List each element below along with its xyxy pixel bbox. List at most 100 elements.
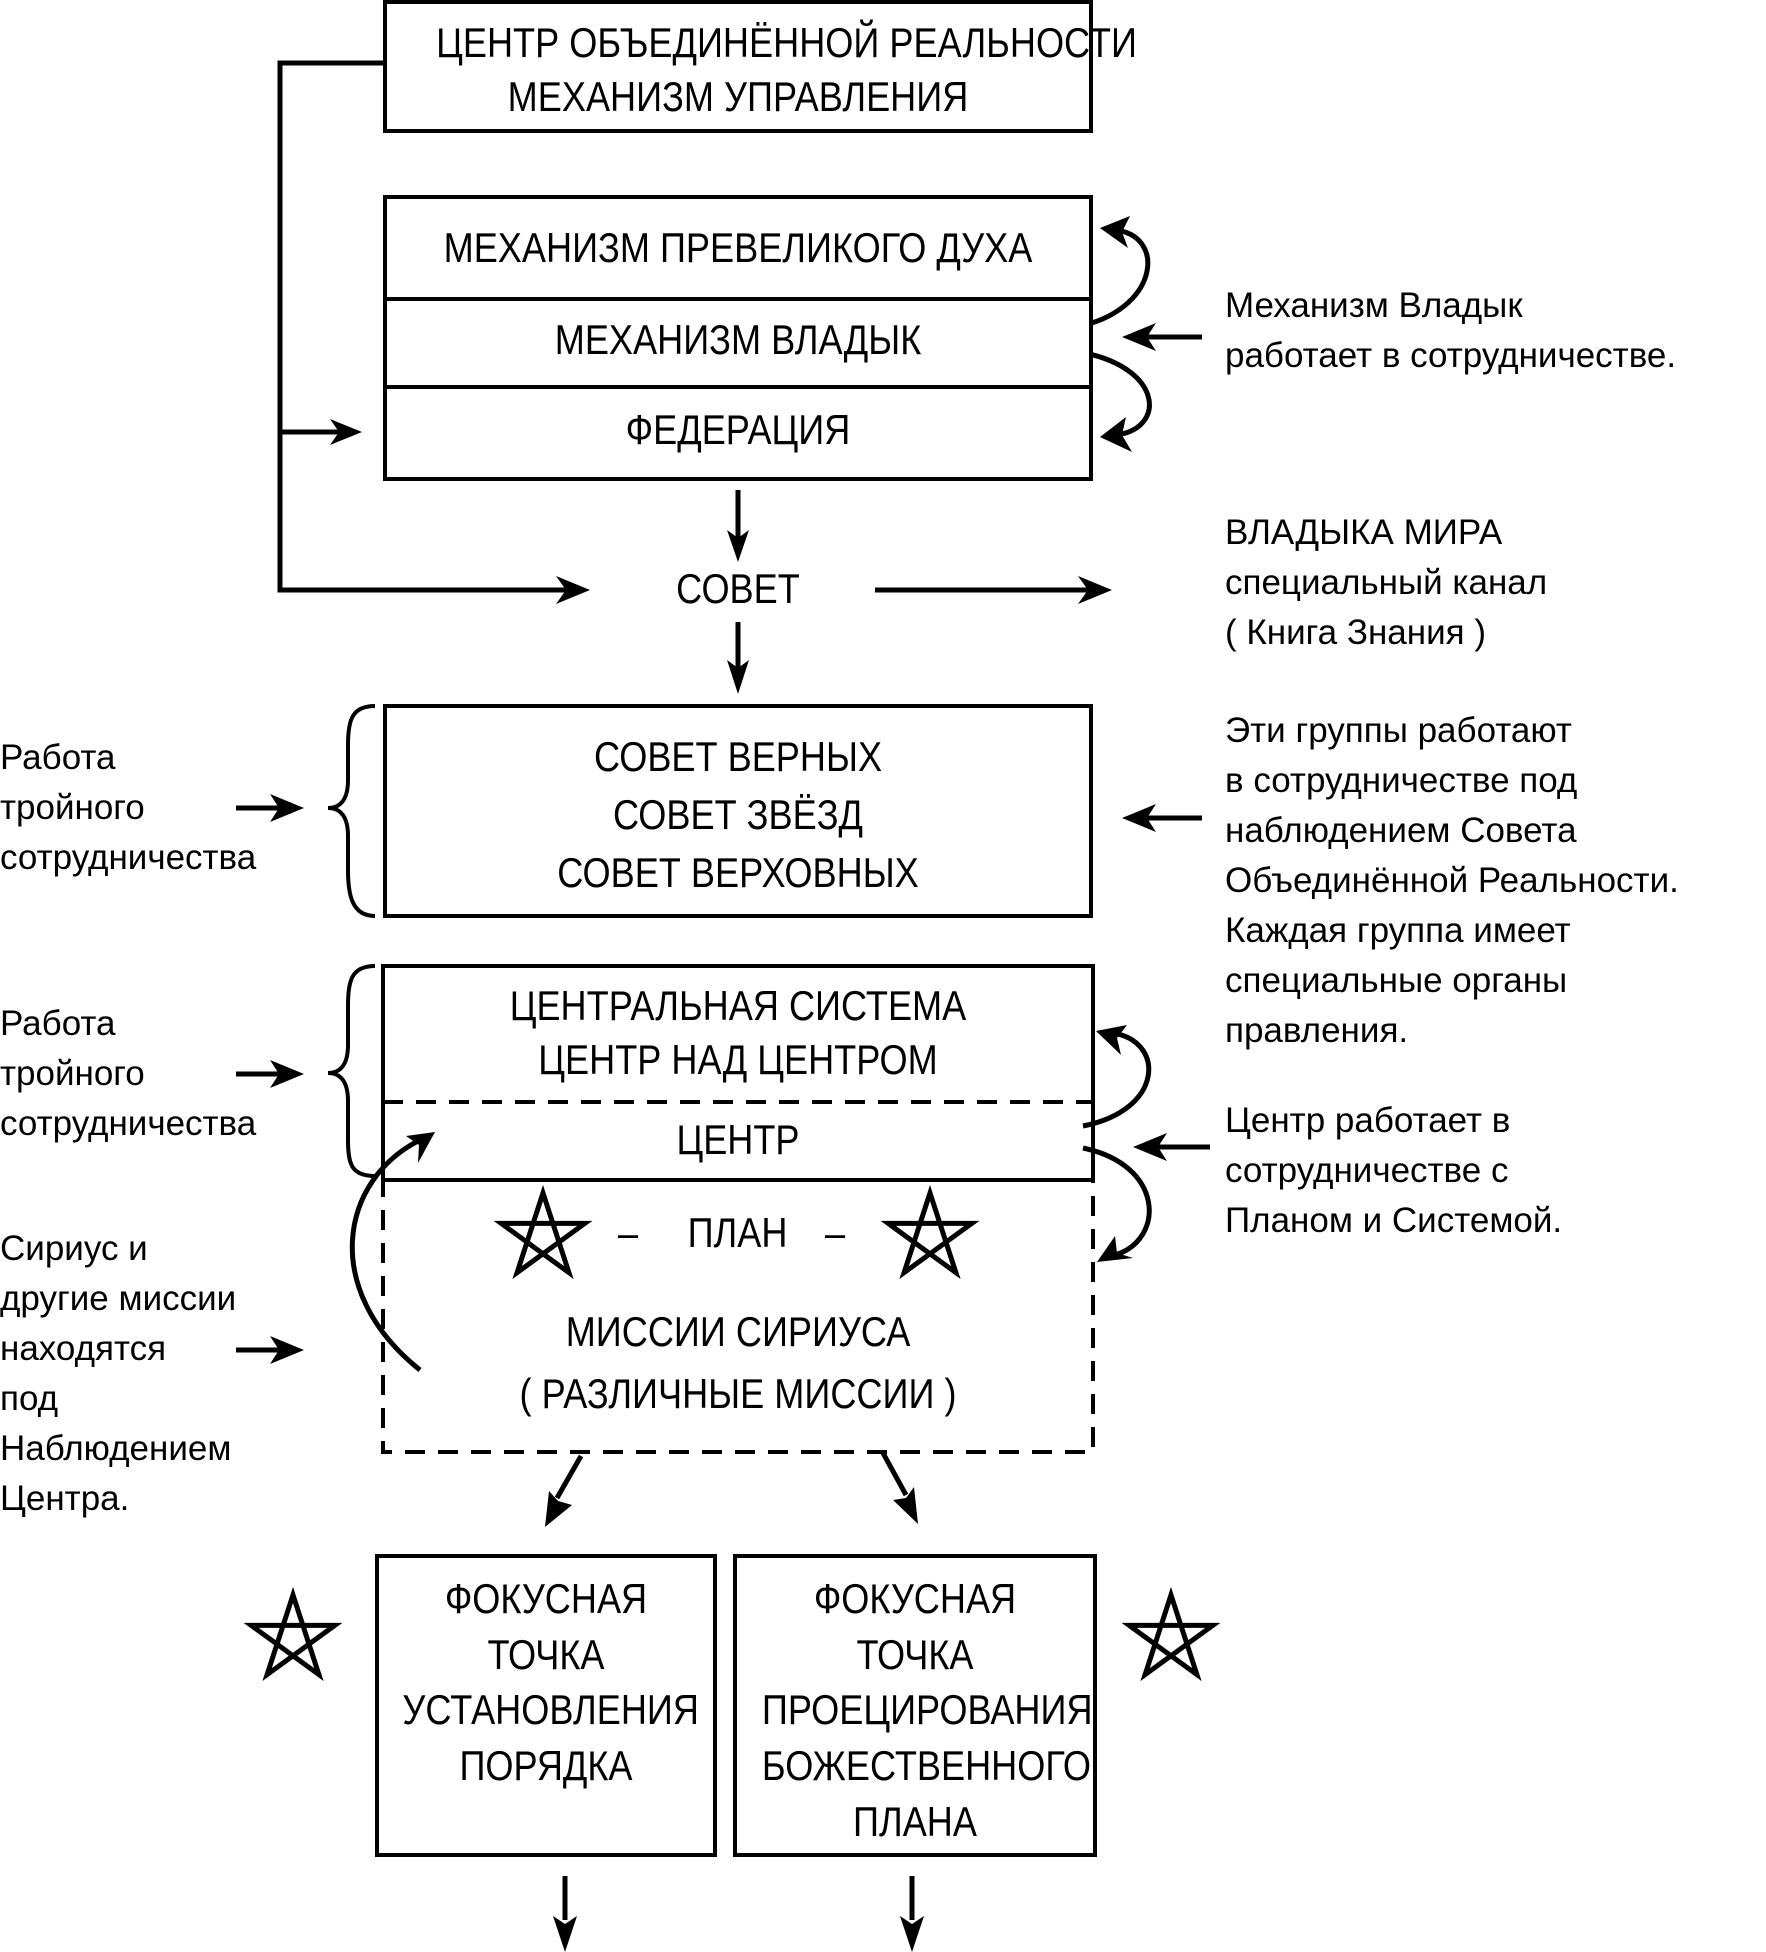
mechanism-row-spirit: МЕХАНИЗМ ПРЕВЕЛИКОГО ДУХА xyxy=(387,199,1089,301)
top-box-line-1: ЦЕНТР ОБЪЕДИНЁННОЙ РЕАЛЬНОСТИ xyxy=(436,19,1137,66)
arrowhead-focal-right xyxy=(893,1487,918,1524)
note-line: специальные органы xyxy=(1225,961,1568,1000)
center-label: ЦЕНТР xyxy=(676,1116,800,1163)
note-line: специальный канал xyxy=(1225,563,1548,602)
note-vladyk-cooperation: Механизм Владык работает в сотрудничеств… xyxy=(1225,281,1676,381)
arrowhead-note-councils xyxy=(1122,804,1156,832)
spirit-mechanism-label: МЕХАНИЗМ ПРЕВЕЛИКОГО ДУХА xyxy=(443,224,1033,271)
note-line: сотрудничества xyxy=(0,838,257,877)
focal-right-line-2: ТОЧКА xyxy=(856,1631,974,1678)
council-stars-label: СОВЕТ ЗВЁЗД xyxy=(613,791,863,838)
various-missions-label: ( РАЗЛИЧНЫЕ МИССИИ ) xyxy=(519,1370,957,1417)
top-box-line-2: МЕХАНИЗМ УПРАВЛЕНИЯ xyxy=(507,73,969,120)
note-line: Работа xyxy=(0,738,116,777)
arrowhead-down-councils xyxy=(727,660,749,694)
focal-right-line-3: ПРОЕЦИРОВАНИЯ xyxy=(761,1686,1093,1733)
curve-vladyk-to-spirit xyxy=(1084,227,1151,328)
councils-box: СОВЕТ ВЕРНЫХ СОВЕТ ЗВЁЗД СОВЕТ ВЕРХОВНЫХ xyxy=(383,704,1093,918)
curve-center-to-system xyxy=(1082,1030,1152,1129)
focal-left-line-4: ПОРЯДКА xyxy=(459,1742,633,1789)
arrowhead-focal-left-down xyxy=(553,1916,577,1952)
note-line: Сириус и xyxy=(0,1229,148,1268)
note-line: находятся xyxy=(0,1329,167,1368)
focal-left-line-2: ТОЧКА xyxy=(487,1631,605,1678)
note-triple-cooperation-2: Работа тройного сотрудничества xyxy=(0,999,256,1149)
note-line: сотрудничества xyxy=(0,1104,257,1143)
sovet-label: СОВЕТ xyxy=(676,565,800,612)
focal-right-line-5: ПЛАНА xyxy=(853,1798,977,1845)
note-line: под xyxy=(0,1379,59,1418)
arrowhead-note-vladyk xyxy=(1122,323,1156,351)
note-line: тройного xyxy=(0,1054,145,1093)
vladyk-mechanism-label: МЕХАНИЗМ ВЛАДЫК xyxy=(554,316,922,363)
arrow-missions-to-focal-right xyxy=(880,1451,909,1497)
pentagram-star-icon xyxy=(880,1184,980,1280)
note-line: Центра. xyxy=(0,1479,130,1518)
feedback-line-top-to-sovet xyxy=(277,60,570,593)
arrowhead-to-federation xyxy=(330,419,362,445)
arrowhead-to-world-lord xyxy=(1078,576,1112,604)
note-line: правления. xyxy=(1225,1011,1409,1050)
note-line: другие миссии xyxy=(0,1279,237,1318)
plan-dash-left: – xyxy=(617,1209,639,1256)
sirius-missions-label: МИССИИ СИРИУСА xyxy=(565,1308,911,1355)
arrowhead-triple-2 xyxy=(270,1060,304,1088)
note-line: Механизм Владык xyxy=(1225,286,1523,325)
arrowhead-missions-to-center xyxy=(406,1132,435,1163)
arrowhead-to-spirit xyxy=(1100,216,1130,248)
note-sirius-missions: Сириус и другие миссии находятся под Наб… xyxy=(0,1224,236,1524)
arrowhead-to-plan xyxy=(1097,1236,1133,1262)
note-center-cooperation: Центр работает в сотрудничестве с Планом… xyxy=(1225,1096,1562,1246)
council-supreme-label: СОВЕТ ВЕРХОВНЫХ xyxy=(557,849,919,896)
curve-missions-to-center xyxy=(349,1137,422,1372)
center-over-center-label: ЦЕНТР НАД ЦЕНТРОМ xyxy=(538,1036,938,1083)
arrowhead-to-system xyxy=(1096,1025,1127,1055)
unified-reality-center-box: ЦЕНТР ОБЪЕДИНЁННОЙ РЕАЛЬНОСТИ МЕХАНИЗМ У… xyxy=(383,0,1137,133)
federation-label: ФЕДЕРАЦИЯ xyxy=(625,406,851,453)
note-line: работает в сотрудничестве. xyxy=(1225,336,1677,375)
focal-right-line-4: БОЖЕСТВЕННОГО xyxy=(761,1742,1091,1789)
pentagram-star-icon xyxy=(243,1586,343,1682)
focal-right-line-1: ФОКУСНАЯ xyxy=(813,1575,1017,1622)
note-line: Наблюдением xyxy=(0,1429,232,1468)
brace-councils xyxy=(327,704,376,918)
central-box-outline xyxy=(381,964,1095,1182)
note-line: ( Книга Знания ) xyxy=(1225,613,1486,652)
focal-point-divine-plan-box: ФОКУСНАЯ ТОЧКА ПРОЕЦИРОВАНИЯ БОЖЕСТВЕННО… xyxy=(733,1554,1097,1857)
note-groups-cooperation: Эти группы работают в сотрудничестве под… xyxy=(1225,706,1679,1056)
note-line: в сотрудничестве под xyxy=(1225,761,1578,800)
note-line: Каждая группа имеет xyxy=(1225,911,1571,950)
note-line: наблюдением Совета xyxy=(1225,811,1577,850)
mechanism-box: МЕХАНИЗМ ПРЕВЕЛИКОГО ДУХА МЕХАНИЗМ ВЛАДЫ… xyxy=(383,195,1093,481)
note-line: Планом и Системой. xyxy=(1225,1201,1563,1240)
plan-dash-right: – xyxy=(824,1209,846,1256)
note-world-lord: ВЛАДЫКА МИРА специальный канал ( Книга З… xyxy=(1225,508,1547,658)
note-line: тройного xyxy=(0,788,145,827)
arrow-missions-to-focal-left xyxy=(554,1454,584,1500)
focal-left-line-3: УСТАНОВЛЕНИЯ xyxy=(402,1686,699,1733)
arrowhead-sirius-note xyxy=(270,1336,304,1364)
note-line: Работа xyxy=(0,1004,116,1043)
council-faithful-label: СОВЕТ ВЕРНЫХ xyxy=(593,733,883,780)
arrowhead-focal-right-down xyxy=(900,1916,924,1952)
note-line: Центр работает в xyxy=(1225,1101,1511,1140)
focal-left-line-1: ФОКУСНАЯ xyxy=(444,1575,648,1622)
arrowhead-focal-left xyxy=(545,1491,572,1527)
brace-central xyxy=(327,964,376,1178)
note-line: Эти группы работают xyxy=(1225,711,1572,750)
note-triple-cooperation-1: Работа тройного сотрудничества xyxy=(0,733,256,883)
note-line: ВЛАДЫКА МИРА xyxy=(1225,513,1503,552)
note-line: сотрудничестве с xyxy=(1225,1151,1509,1190)
pentagram-star-icon xyxy=(493,1184,593,1280)
missions-dashed-box xyxy=(381,1178,1095,1454)
arrowhead-to-sovet xyxy=(556,576,590,604)
focal-point-order-box: ФОКУСНАЯ ТОЧКА УСТАНОВЛЕНИЯ ПОРЯДКА xyxy=(375,1554,717,1857)
note-line: Объединённой Реальности. xyxy=(1225,861,1679,900)
mechanism-row-vladyk: МЕХАНИЗМ ВЛАДЫК xyxy=(387,297,1089,389)
pentagram-star-icon xyxy=(1121,1586,1221,1682)
mechanism-row-federation: ФЕДЕРАЦИЯ xyxy=(387,389,1089,477)
curve-vladyk-to-federation xyxy=(1084,350,1152,438)
plan-label: ПЛАН xyxy=(687,1209,788,1256)
